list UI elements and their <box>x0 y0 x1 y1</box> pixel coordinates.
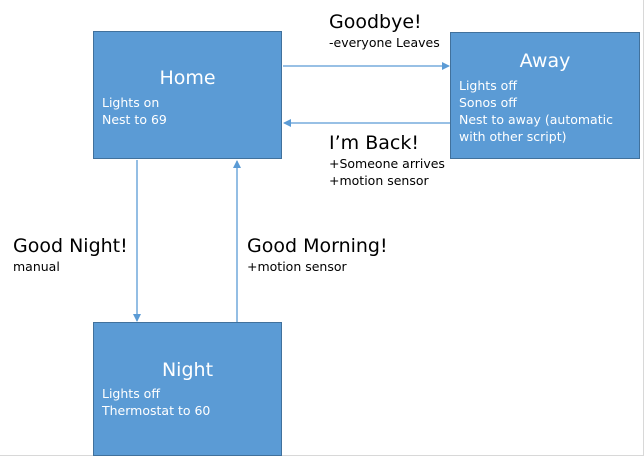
transition-back-condition: +Someone arrives <box>329 156 445 171</box>
transition-back-condition: +motion sensor <box>329 173 429 188</box>
state-away: Away Lights off Sonos off Nest to away (… <box>450 32 640 159</box>
transition-goodmorning: Good Morning! +motion sensor <box>247 234 388 275</box>
transition-goodmorning-condition: +motion sensor <box>247 259 347 274</box>
transition-goodnight: Good Night! manual <box>13 234 128 275</box>
state-night-action: Lights off <box>102 386 160 401</box>
state-away-title: Away <box>519 50 571 72</box>
state-night-title: Night <box>161 359 214 381</box>
state-home: Home Lights on Nest to 69 <box>93 31 282 159</box>
state-night-actions: Lights off Thermostat to 60 <box>102 385 210 419</box>
state-away-action: Lights off <box>459 78 517 93</box>
transition-goodbye: Goodbye! -everyone Leaves <box>329 10 440 51</box>
state-night-action: Thermostat to 60 <box>102 403 211 418</box>
state-away-actions: Lights off Sonos off Nest to away (autom… <box>459 77 613 145</box>
state-away-action: with other script) <box>459 129 567 144</box>
transition-goodmorning-name: Good Morning! <box>247 235 388 257</box>
state-home-actions: Lights on Nest to 69 <box>102 94 167 128</box>
transition-back-name: I’m Back! <box>329 132 419 154</box>
transition-back: I’m Back! +Someone arrives +motion senso… <box>329 131 445 189</box>
transition-goodnight-condition: manual <box>13 259 60 274</box>
state-home-action: Lights on <box>102 95 160 110</box>
transition-goodbye-name: Goodbye! <box>329 11 422 33</box>
state-away-action: Sonos off <box>459 95 517 110</box>
state-home-action: Nest to 69 <box>102 112 167 127</box>
transition-goodnight-name: Good Night! <box>13 235 128 257</box>
state-home-title: Home <box>159 67 216 89</box>
transition-goodbye-condition: -everyone Leaves <box>329 35 440 50</box>
state-away-action: Nest to away (automatic <box>459 112 613 127</box>
state-night: Night Lights off Thermostat to 60 <box>93 322 282 456</box>
